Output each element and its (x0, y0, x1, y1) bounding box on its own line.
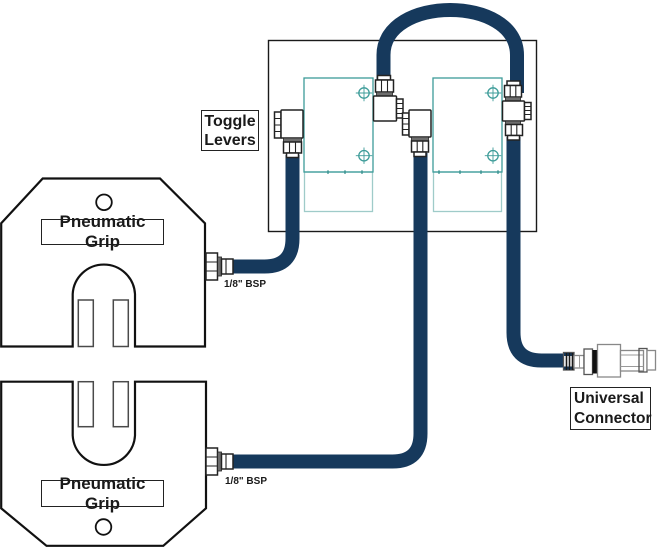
crosshair-marker (355, 147, 373, 164)
pneumatic-grip-top-label: Pneumatic Grip (41, 212, 164, 251)
jaw-slot (112, 380, 130, 428)
bsp-size-label-bottom: 1/8" BSP (225, 476, 267, 487)
valve-panel (267, 39, 538, 233)
mount-hole (95, 193, 113, 212)
universal-connector-line1: Universal (574, 389, 644, 407)
pneumatic-grip-bottom-text: Pneumatic Grip (59, 473, 146, 513)
elbow-fitting-1 (273, 109, 304, 159)
bsp-size-label-top: 1/8" BSP (224, 279, 266, 290)
universal-connector-line2: Connector (574, 409, 652, 427)
jaw-slot (77, 299, 95, 348)
elbow-fitting-4 (501, 80, 532, 141)
pneumatic-grip-top-shape (0, 177, 207, 348)
crosshair-marker (355, 84, 373, 102)
toggle-lever-module-left (303, 77, 374, 213)
crosshair-marker (484, 147, 502, 164)
hose-grip-bottom (229, 153, 428, 469)
toggle-levers-line2: Levers (204, 131, 256, 149)
o-ring (592, 350, 598, 374)
hoses (229, 3, 567, 469)
hose-arch (376, 3, 524, 93)
toggle-lever-module-right (432, 77, 503, 213)
universal-connector-label: Universal Connector (570, 387, 652, 430)
mount-ticks (327, 170, 363, 174)
pneumatic-grip-bottom-label: Pneumatic Grip (41, 474, 164, 513)
elbow-fitting-3 (401, 109, 432, 158)
grip-fitting-top (205, 252, 234, 281)
hose-connector (506, 137, 567, 368)
pneumatic-grip-bottom-shape (0, 380, 208, 547)
crosshair-marker (484, 84, 502, 102)
mount-hole (94, 518, 113, 536)
universal-connector-shape (562, 343, 657, 378)
toggle-levers-line1: Toggle (204, 112, 256, 130)
mount-ticks (438, 170, 499, 174)
jaw-slot (112, 299, 130, 348)
elbow-fitting-2 (372, 74, 404, 122)
pneumatic-grip-top-text: Pneumatic Grip (59, 212, 146, 251)
grip-fitting-bottom (205, 447, 234, 476)
toggle-levers-label: Toggle Levers (201, 110, 259, 151)
jaw-slot (77, 380, 95, 428)
hose-grip-top (229, 155, 300, 274)
